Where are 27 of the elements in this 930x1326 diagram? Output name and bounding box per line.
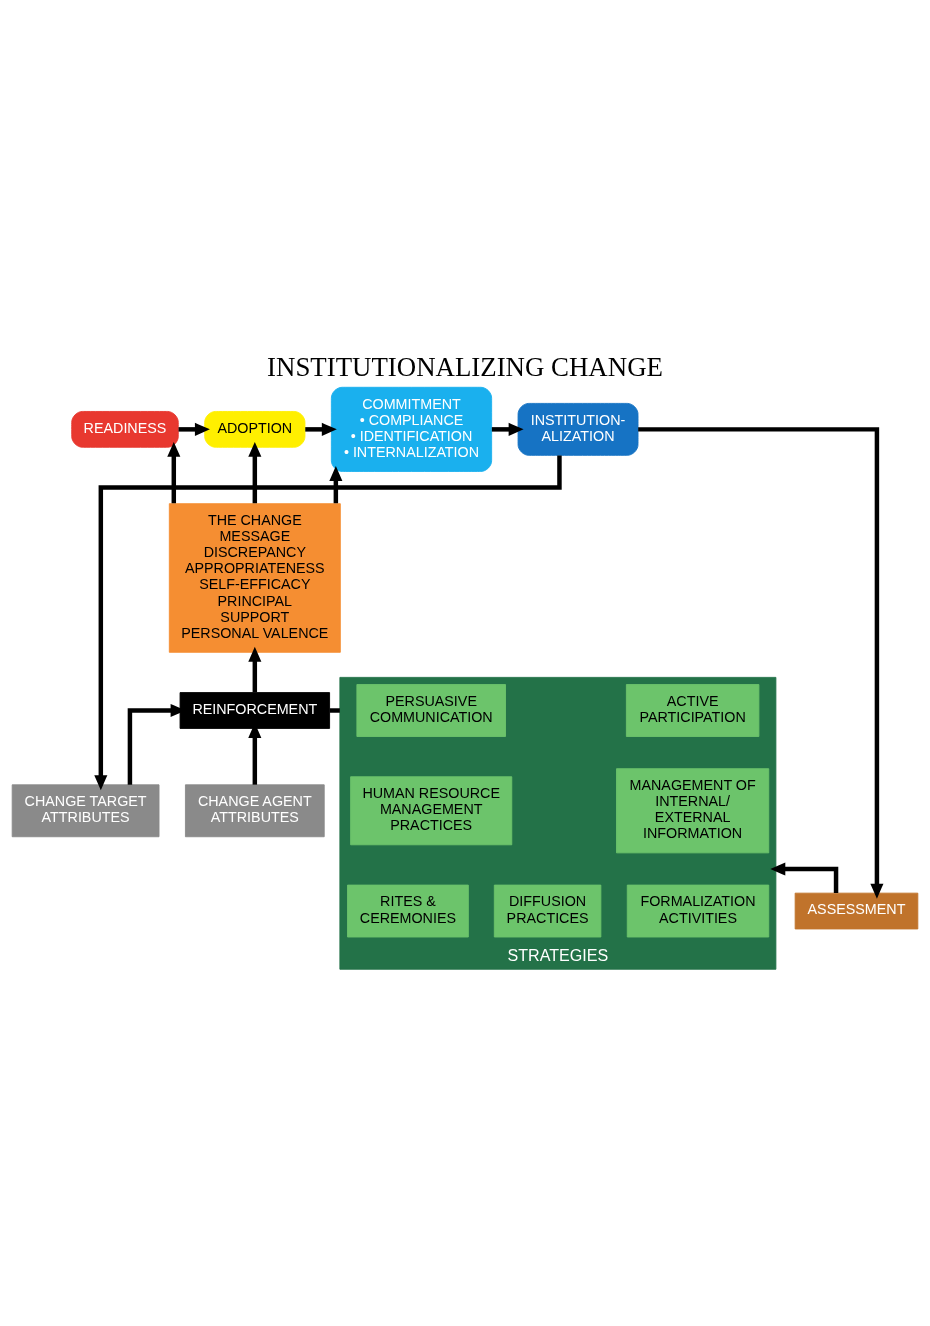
arrow bbox=[248, 441, 262, 503]
arrow bbox=[491, 422, 524, 436]
node-box: CHANGE TARGET ATTRIBUTES bbox=[11, 783, 160, 837]
arrow bbox=[167, 441, 181, 503]
node-box: COMMITMENT • COMPLIANCE • IDENTIFICATION • INTERNALIZATION bbox=[330, 386, 493, 472]
arrow bbox=[178, 422, 210, 436]
node-box: DIFFUSION PRACTICES bbox=[493, 884, 602, 937]
arrow bbox=[329, 465, 343, 503]
arrow bbox=[305, 422, 337, 436]
diagram-title: INSTITUTIONALIZING CHANGE bbox=[267, 351, 663, 382]
node-box: ADOPTION bbox=[204, 410, 306, 448]
node-box: READINESS bbox=[71, 410, 179, 448]
node-box: HUMAN RESOURCE MANAGEMENT PRACTICES bbox=[350, 775, 513, 845]
arrow bbox=[248, 646, 262, 692]
arrow bbox=[94, 454, 562, 790]
connector bbox=[329, 707, 340, 713]
node-box: MANAGEMENT OF INTERNAL/ EXTERNAL INFORMATION bbox=[616, 767, 770, 853]
node-box: REINFORCEMENT bbox=[179, 691, 331, 729]
node-box: ACTIVE PARTICIPATION bbox=[625, 683, 760, 737]
node-box: INSTITUTION- ALIZATION bbox=[517, 402, 639, 456]
node-box: THE CHANGE MESSAGE DISCREPANCY APPROPRIATENESS SELF-EFFICACY PRINCIPAL SUPPORT PERSONAL VALENCE bbox=[168, 502, 341, 653]
node-box: CHANGE AGENT ATTRIBUTES bbox=[185, 783, 325, 837]
node-box: FORMALIZATION ACTIVITIES bbox=[626, 884, 770, 937]
node-box: PERSUASIVE COMMUNICATION bbox=[356, 683, 506, 737]
node-box: RITES & CEREMONIES bbox=[347, 884, 469, 937]
arrow bbox=[638, 426, 884, 899]
node-box: ASSESSMENT bbox=[794, 892, 919, 929]
